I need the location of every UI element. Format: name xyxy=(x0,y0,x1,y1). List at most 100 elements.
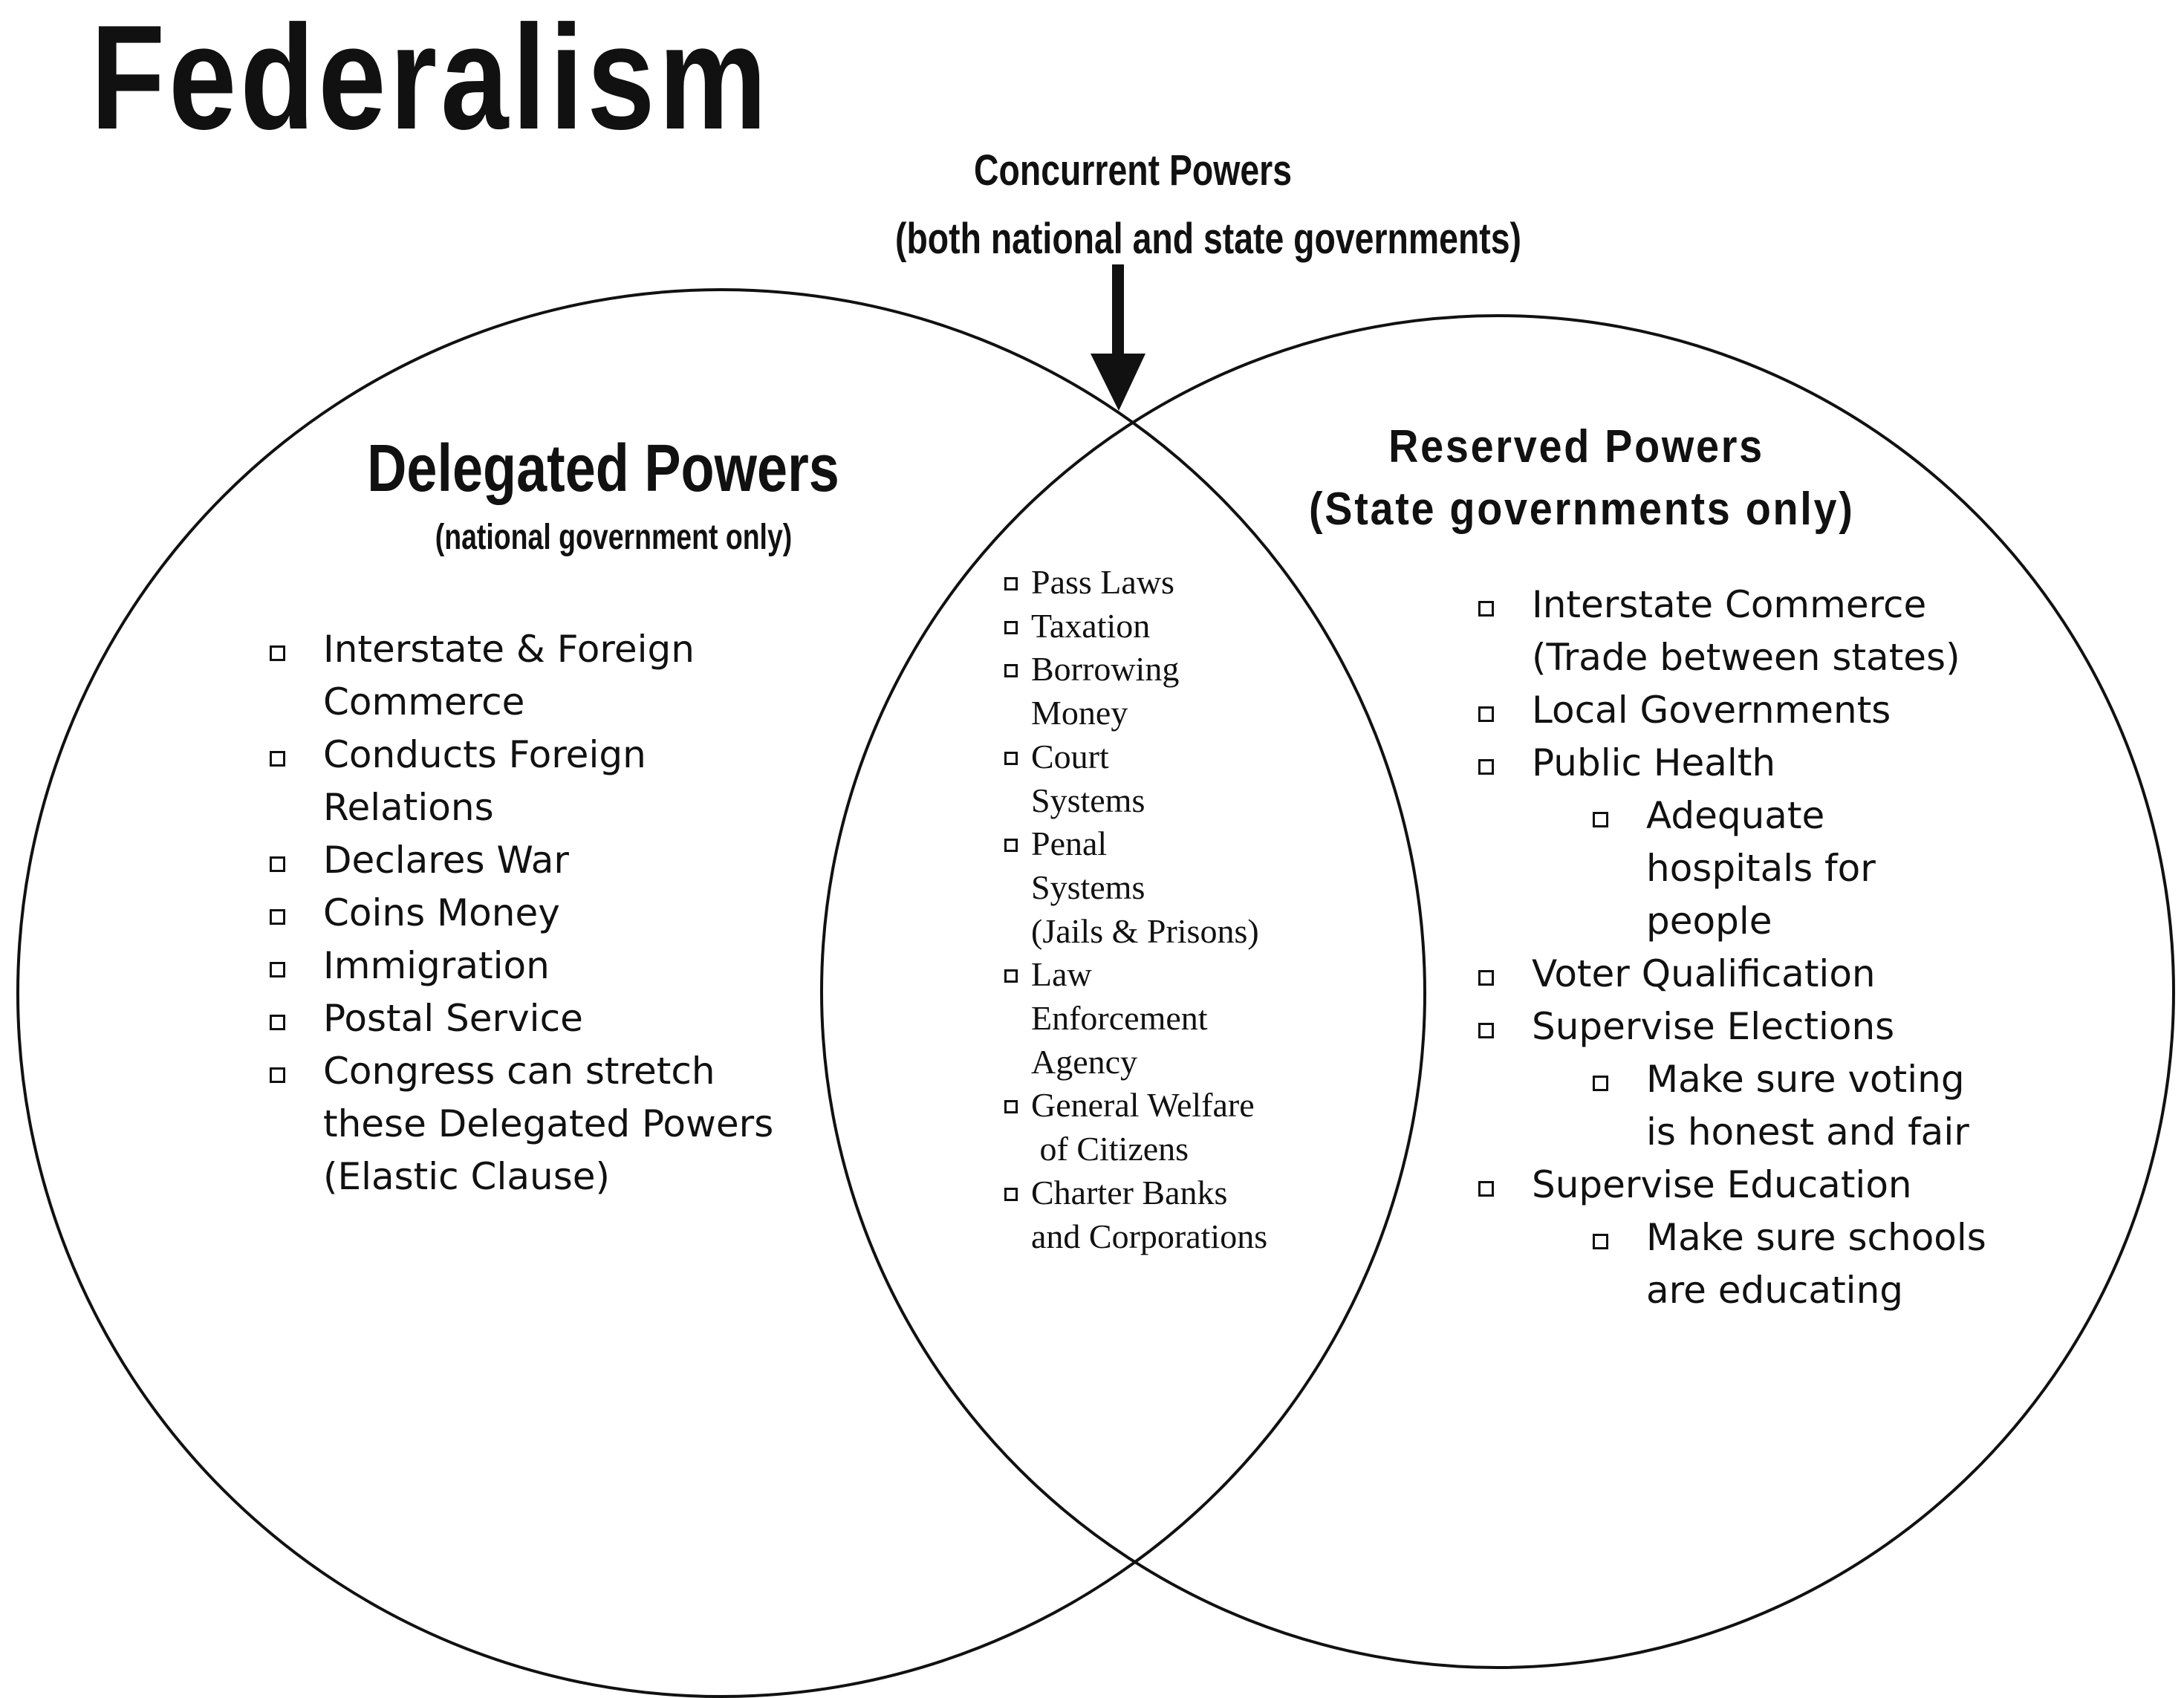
item-text: Make sure schools xyxy=(1646,1216,1986,1259)
item-text: Taxation xyxy=(1031,606,1151,645)
checkbox-icon xyxy=(1004,577,1018,591)
checkbox-icon xyxy=(1004,969,1018,983)
item-text: Coins Money xyxy=(323,891,560,934)
list-item: Postal Service xyxy=(270,992,773,1045)
list-item: Interstate Commerce (Trade between states… xyxy=(1478,579,1986,684)
reserved-powers-list: Interstate Commerce (Trade between states… xyxy=(1478,579,1986,1317)
concurrent-heading: Concurrent Powers xyxy=(974,146,1292,195)
checkbox-icon xyxy=(1478,1023,1494,1038)
item-text: Postal Service xyxy=(323,997,583,1040)
item-text: General Welfare xyxy=(1031,1086,1255,1125)
list-item: Supervise Elections xyxy=(1478,1001,1986,1053)
checkbox-icon xyxy=(270,962,285,978)
list-item: Pass Laws xyxy=(1004,561,1267,605)
item-text: Interstate & Foreign xyxy=(323,628,695,671)
item-text: Make sure voting xyxy=(1646,1058,1965,1101)
item-text: Court xyxy=(1031,737,1109,775)
checkbox-icon xyxy=(1478,706,1494,722)
checkbox-icon xyxy=(270,856,285,872)
item-text: (Trade between states) xyxy=(1532,636,1960,679)
list-item: Charter Banks and Corporations xyxy=(1004,1171,1267,1258)
checkbox-icon xyxy=(1478,759,1494,775)
national-circle xyxy=(16,288,1426,1698)
item-text: people xyxy=(1646,900,1772,943)
item-text: Congress can stretch xyxy=(323,1050,715,1093)
checkbox-icon xyxy=(270,1015,285,1030)
checkbox-icon xyxy=(1004,839,1018,853)
item-text: Law xyxy=(1031,955,1092,994)
list-item: General Welfare of Citizens xyxy=(1004,1084,1267,1171)
checkbox-icon xyxy=(1004,664,1018,678)
item-text: are educating xyxy=(1646,1269,1903,1312)
delegated-heading: Delegated Powers xyxy=(367,432,839,506)
checkbox-icon xyxy=(1004,751,1018,765)
checkbox-icon xyxy=(1004,1100,1018,1114)
checkbox-icon xyxy=(1004,620,1018,634)
item-text: Systems xyxy=(1031,781,1145,819)
list-item: Coins Money xyxy=(270,887,773,940)
item-text: Immigration xyxy=(323,944,550,987)
checkbox-icon xyxy=(1478,601,1494,617)
item-text: Commerce xyxy=(323,680,525,723)
item-text: Public Health xyxy=(1532,741,1776,784)
checkbox-icon xyxy=(270,909,285,925)
item-text: is honest and fair xyxy=(1646,1110,1969,1154)
item-text: Agency xyxy=(1031,1042,1138,1081)
list-item: Taxation xyxy=(1004,605,1267,648)
item-text: Local Governments xyxy=(1532,689,1891,732)
item-text: Systems xyxy=(1031,868,1145,906)
item-text: Supervise Elections xyxy=(1532,1005,1895,1048)
item-text: Conducts Foreign xyxy=(323,733,646,776)
item-text: (Elastic Clause) xyxy=(323,1155,611,1198)
concurrent-subheading: (both national and state governments) xyxy=(895,215,1521,263)
list-item: Supervise Education xyxy=(1478,1159,1986,1211)
checkbox-icon xyxy=(1004,1187,1018,1201)
sub-list-item: Make sure voting is honest and fair xyxy=(1478,1053,1986,1159)
checkbox-icon xyxy=(270,1067,285,1083)
delegated-subheading: (national government only) xyxy=(435,518,793,557)
state-circle xyxy=(820,314,2175,1669)
item-text: Voter Qualification xyxy=(1532,952,1876,995)
checkbox-icon xyxy=(1478,970,1494,986)
list-item: Congress can stretch these Delegated Powe… xyxy=(270,1045,773,1203)
checkbox-icon xyxy=(1593,1076,1608,1091)
arrow-down-icon xyxy=(1091,264,1145,411)
list-item: Voter Qualification xyxy=(1478,948,1986,1001)
checkbox-icon xyxy=(270,645,285,661)
reserved-subheading: (State governments only) xyxy=(1309,484,1855,535)
item-text: Interstate Commerce xyxy=(1532,583,1927,626)
item-text: (Jails & Prisons) xyxy=(1031,911,1259,950)
item-text: and Corporations xyxy=(1031,1217,1268,1255)
checkbox-icon xyxy=(1593,812,1608,827)
item-text: Supervise Education xyxy=(1532,1163,1912,1206)
item-text: Penal xyxy=(1031,824,1108,863)
sub-list-item: Make sure schools are educating xyxy=(1478,1211,1986,1317)
checkbox-icon xyxy=(270,751,285,767)
item-text: Pass Laws xyxy=(1031,563,1174,601)
item-text: Relations xyxy=(323,786,494,829)
reserved-heading: Reserved Powers xyxy=(1388,421,1764,472)
list-item: Declares War xyxy=(270,834,773,887)
checkbox-icon xyxy=(1478,1181,1494,1197)
item-text: of Citizens xyxy=(1031,1130,1189,1168)
page-title: Federalism xyxy=(91,0,771,160)
item-text: Charter Banks xyxy=(1031,1173,1228,1211)
item-text: Adequate xyxy=(1646,794,1825,837)
item-text: Money xyxy=(1031,694,1128,732)
checkbox-icon xyxy=(1593,1234,1608,1249)
item-text: Borrowing xyxy=(1031,650,1180,689)
item-text: Declares War xyxy=(323,839,569,882)
list-item: Immigration xyxy=(270,940,773,992)
item-text: Enforcement xyxy=(1031,999,1208,1038)
list-item: Public Health xyxy=(1478,737,1986,790)
item-text: these Delegated Powers xyxy=(323,1102,774,1145)
